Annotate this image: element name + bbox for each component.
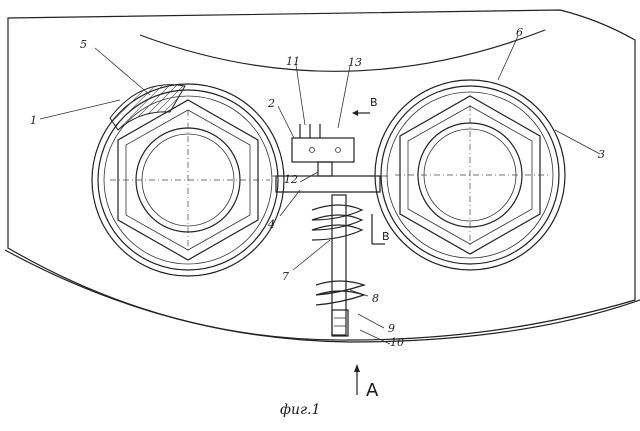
callout-13: 13	[348, 56, 362, 69]
left-roller	[92, 84, 284, 276]
spring-assembly	[312, 195, 364, 336]
section-label-top: B	[370, 96, 378, 109]
callout-5: 5	[80, 38, 87, 51]
outer-arc	[5, 250, 640, 342]
section-label-bottom: B	[382, 230, 390, 243]
section-arrow-top	[352, 110, 358, 116]
callout-11: 11	[286, 55, 300, 68]
view-label: A	[366, 380, 379, 401]
figure-caption: фиг.1	[280, 402, 320, 418]
callout-8: 8	[372, 292, 379, 305]
callout-3: 3	[598, 148, 605, 161]
leader-lines	[40, 36, 600, 344]
inner-arc	[140, 30, 545, 71]
callout-10: 10	[390, 336, 404, 349]
right-roller	[375, 80, 565, 270]
callout-4: 4	[267, 218, 275, 231]
callout-12: 12	[284, 173, 298, 186]
callout-9: 9	[388, 322, 395, 335]
view-arrowhead	[354, 364, 360, 372]
callout-1: 1	[30, 114, 37, 127]
callout-6: 6	[516, 26, 523, 39]
callout-2: 2	[267, 97, 275, 110]
callout-7: 7	[282, 270, 289, 283]
